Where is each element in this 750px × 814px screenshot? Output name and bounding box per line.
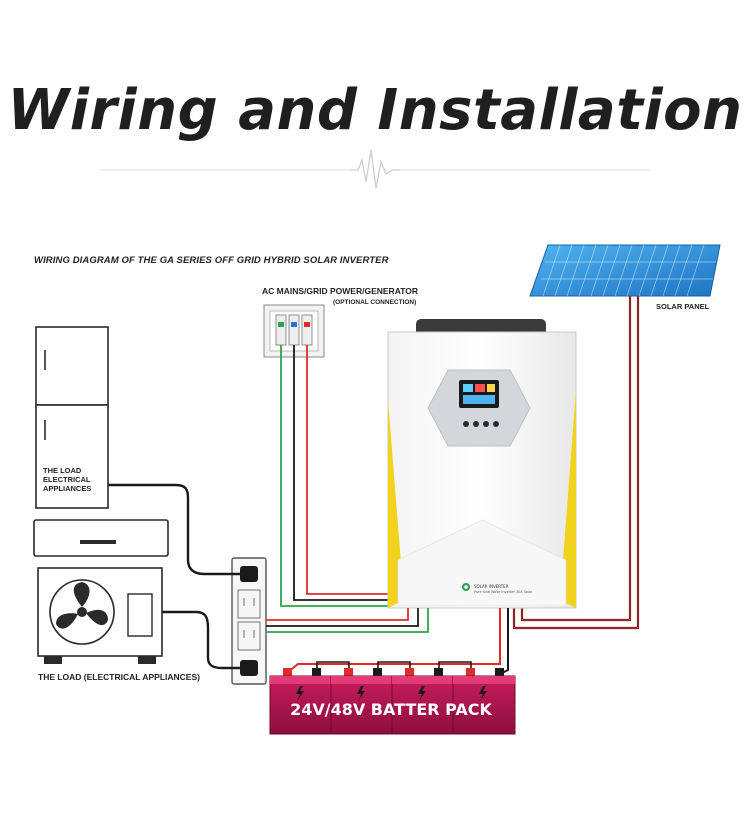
solar-panel-label: SOLAR PANEL	[656, 302, 710, 311]
ac-mains-label: AC MAINS/GRID POWER/GENERATOR	[262, 286, 418, 296]
battery-wires	[287, 608, 509, 677]
load-appliances-label-bottom: THE LOAD (ELECTRICAL APPLIANCES)	[38, 672, 200, 682]
load-wires	[108, 483, 242, 670]
inverter-model-text: Pure Sine Wave Inverter 30A Solar	[474, 590, 533, 594]
battery-cell	[269, 668, 333, 735]
battery-cell	[330, 668, 394, 735]
battery-pack	[269, 661, 516, 735]
inverter-brand-text: SOLAR INVERTER	[474, 584, 509, 589]
ac-breaker-box	[263, 304, 325, 358]
page-title: Wiring and Installation	[7, 78, 743, 143]
power-strip	[231, 557, 267, 685]
ac-wires	[280, 345, 392, 607]
diagram-caption: WIRING DIAGRAM OF THE GA SERIES OFF GRID…	[34, 255, 389, 266]
lightning-icon	[296, 686, 487, 701]
refrigerator	[35, 326, 109, 509]
title-divider	[100, 149, 650, 189]
battery-pack-label: 24V/48V BATTER PACK	[290, 700, 492, 719]
air-conditioner-indoor	[33, 519, 169, 557]
solar-panel	[529, 244, 721, 297]
battery-cell	[452, 668, 516, 735]
strip-wires	[266, 608, 429, 633]
ac-optional-label: (OPTIONAL CONNECTION)	[333, 299, 417, 306]
inverter	[387, 319, 577, 609]
ac-outdoor-unit	[37, 567, 163, 664]
solar-wires	[512, 296, 640, 630]
load-appliances-label-top: THE LOAD ELECTRICAL APPLIANCES	[43, 466, 92, 493]
